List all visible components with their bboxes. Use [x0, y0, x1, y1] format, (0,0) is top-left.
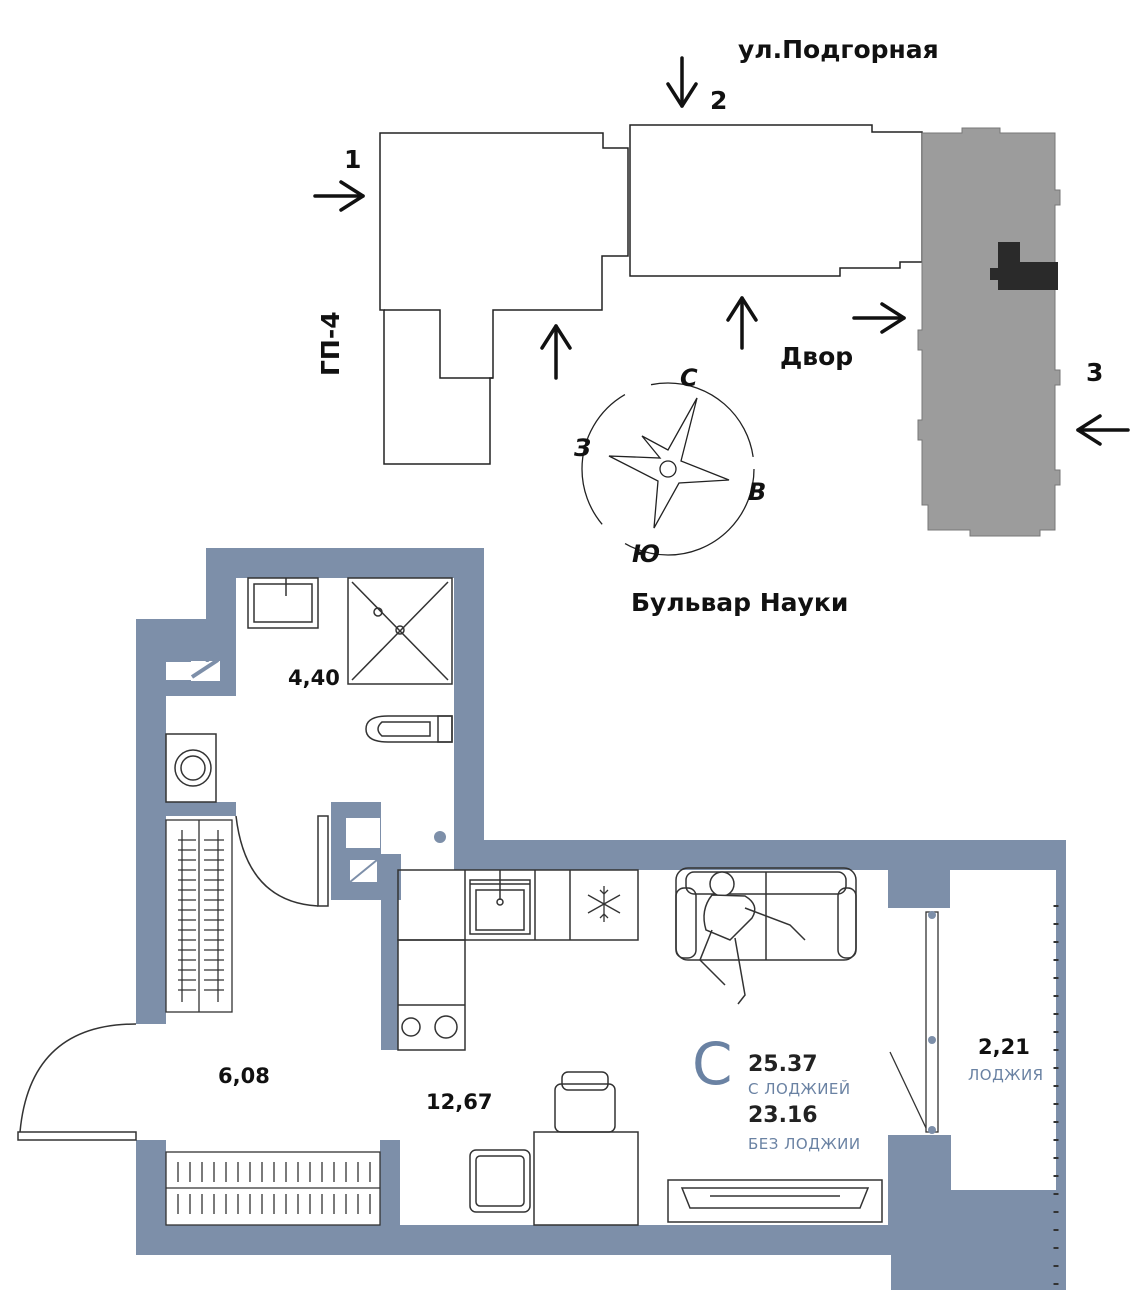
desk	[533, 1131, 639, 1226]
neighbor-building-dark-block	[990, 242, 1058, 290]
kitchen	[397, 869, 639, 1051]
shaft-detail	[191, 651, 380, 883]
wardrobe-horizontal	[165, 1151, 381, 1226]
bathroom-fixtures	[165, 577, 453, 803]
arrow-yard-right	[726, 296, 758, 350]
armchair	[469, 1149, 531, 1213]
wardrobe-vertical	[165, 819, 233, 1013]
living-area: 12,67	[426, 1090, 493, 1114]
street-top-label: ул.Подгорная	[738, 35, 939, 64]
snowflake-icon	[587, 886, 621, 922]
person-body	[703, 894, 756, 941]
compass-south-label: Ю	[632, 540, 661, 568]
entrance-1-label: 1	[344, 145, 362, 174]
building-gp4-outline	[379, 132, 629, 465]
entry-door	[17, 1023, 137, 1141]
site-plan	[379, 124, 923, 465]
loggia-door	[889, 905, 1059, 1285]
arrow-entrance-3	[1076, 414, 1130, 446]
loggia-label: ЛОДЖИЯ	[968, 1066, 1044, 1084]
person-head	[709, 871, 735, 897]
drain	[434, 831, 446, 843]
washing-machine	[165, 733, 217, 803]
street-bottom-label: Бульвар Науки	[631, 588, 849, 617]
with-loggia-label: С ЛОДЖИЕЙ	[748, 1080, 851, 1098]
toilet	[365, 715, 453, 743]
neighbor-building	[917, 127, 1061, 537]
compass-east-label: В	[748, 478, 767, 506]
sofa	[675, 867, 857, 1005]
tv-stand	[667, 1179, 883, 1223]
entrance-arrows	[313, 56, 1130, 446]
compass-west-label: З	[574, 434, 592, 462]
arrow-yard-left	[540, 324, 572, 380]
compass-circle	[581, 382, 755, 556]
building-gp4-label: ГП-4	[316, 311, 345, 376]
arrow-entrance-2	[666, 56, 698, 108]
entrance-3-label: 3	[1086, 358, 1104, 387]
arrow-neighbor-left	[852, 302, 906, 334]
building-middle-outline	[629, 124, 923, 277]
desk-area	[469, 1071, 883, 1226]
building-gp4-inner	[384, 309, 493, 379]
arrow-entrance-1	[313, 180, 365, 212]
total-without-loggia: 23.16	[748, 1103, 818, 1128]
bathroom-area: 4,40	[288, 666, 340, 690]
compass-rose	[581, 382, 755, 556]
desk-chair	[554, 1083, 616, 1133]
apartment-type-letter: С	[692, 1030, 733, 1098]
sink	[247, 577, 319, 629]
loggia-area: 2,21	[978, 1035, 1030, 1059]
compass-north-label: С	[680, 364, 698, 392]
total-with-loggia: 25.37	[748, 1052, 818, 1077]
hall-area: 6,08	[218, 1064, 270, 1088]
entrance-2-label: 2	[710, 86, 728, 115]
bathroom-door	[235, 815, 329, 907]
without-loggia-label: БЕЗ ЛОДЖИИ	[748, 1135, 861, 1153]
yard-label: Двор	[780, 342, 854, 371]
shower-tray	[347, 577, 453, 685]
